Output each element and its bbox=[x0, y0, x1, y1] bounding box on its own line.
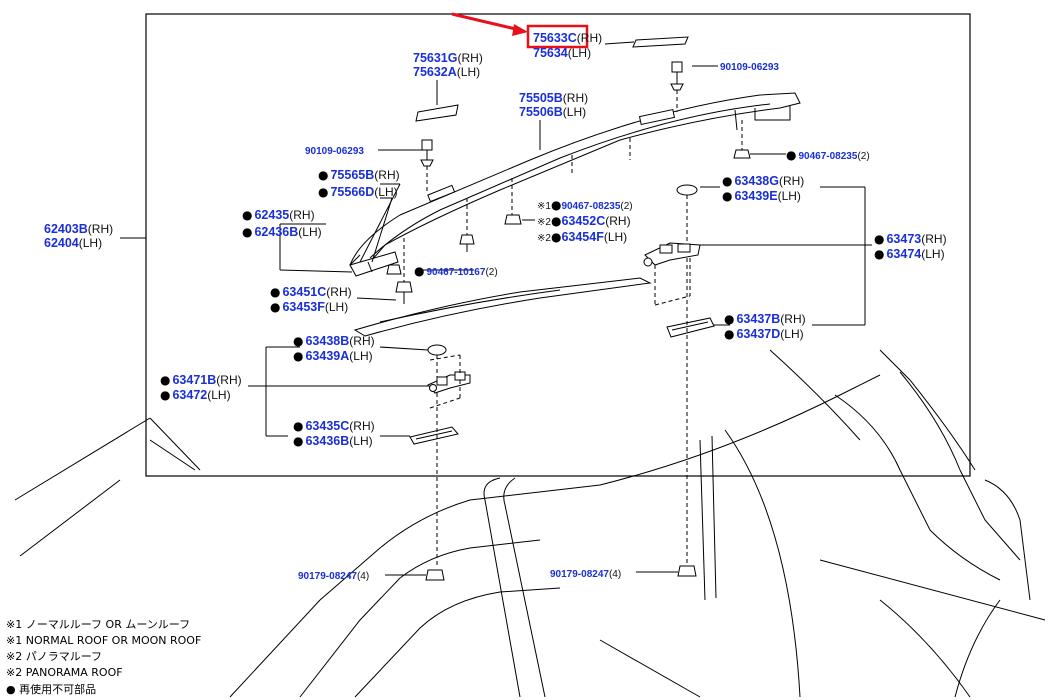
nut-90179-lh bbox=[425, 569, 445, 581]
clip-90467-small bbox=[504, 214, 522, 225]
assembly-frame bbox=[145, 13, 971, 477]
bolt-90109-lh bbox=[420, 139, 434, 167]
label-63473[interactable]: ●63473(RH) bbox=[874, 232, 947, 246]
label-63437D[interactable]: ●63437D(LH) bbox=[724, 327, 804, 341]
label-63454F[interactable]: ※2●63454F(LH) bbox=[537, 230, 627, 244]
label-75565B[interactable]: ●75565B(RH) bbox=[318, 168, 400, 182]
label-63437B[interactable]: ●63437B(RH) bbox=[724, 312, 806, 326]
label-90467-10167[interactable]: ●90467-10167(2) bbox=[414, 264, 498, 278]
nut-90179-rh bbox=[677, 565, 697, 577]
label-75631G[interactable]: 75631G(RH) bbox=[413, 51, 483, 65]
label-75633C[interactable]: 75633C(RH) bbox=[533, 31, 602, 45]
label-62404[interactable]: 62404(LH) bbox=[44, 236, 102, 250]
label-63435C[interactable]: ●63435C(RH) bbox=[293, 419, 375, 433]
label-63452C[interactable]: ※2●63452C(RH) bbox=[537, 214, 631, 228]
label-63438B[interactable]: ●63438B(RH) bbox=[293, 334, 375, 348]
highlight-annotation bbox=[451, 12, 589, 49]
legend-note-2-en: ※2 PANORAMA ROOF bbox=[6, 666, 123, 679]
rail-front-end-cap bbox=[349, 251, 399, 277]
label-90467-08235-mid[interactable]: ※1●90467-08235(2) bbox=[537, 198, 633, 212]
label-63438G[interactable]: ●63438G(RH) bbox=[722, 174, 804, 188]
rail-end-cover-rh bbox=[632, 36, 689, 48]
label-90109-rh[interactable]: 90109-06293 bbox=[720, 62, 779, 73]
leader-lines bbox=[120, 41, 872, 576]
label-75506B[interactable]: 75506B(LH) bbox=[519, 105, 586, 119]
rail-bracket-rh bbox=[643, 184, 715, 338]
label-75632A[interactable]: 75632A(LH) bbox=[413, 65, 480, 79]
rail-end-cover-lh bbox=[415, 104, 459, 122]
legend-note-1-en: ※1 NORMAL ROOF OR MOON ROOF bbox=[6, 634, 201, 647]
highlight-box bbox=[526, 24, 589, 49]
legend-note-2-jp: ※2 パノラマルーフ bbox=[6, 650, 102, 663]
label-63436B[interactable]: ●63436B(LH) bbox=[293, 434, 373, 448]
screw-63451C bbox=[395, 281, 413, 304]
legend-notes: ※1 ノーマルルーフ OR ムーンルーフ ※1 NORMAL ROOF OR M… bbox=[6, 618, 201, 696]
label-62403B[interactable]: 62403B(RH) bbox=[44, 222, 113, 236]
rail-lower-molding bbox=[353, 277, 652, 337]
label-63471B[interactable]: ●63471B(RH) bbox=[160, 373, 242, 387]
bolt-90109-rh bbox=[670, 61, 684, 91]
label-62435[interactable]: ●62435(RH) bbox=[242, 208, 315, 222]
label-90467-08235-rh[interactable]: ●90467-08235(2) bbox=[786, 148, 870, 162]
clip-90467-10167 bbox=[459, 234, 475, 252]
vehicle-outline bbox=[14, 349, 1046, 698]
label-90179-rh[interactable]: 90179-08247(4) bbox=[550, 569, 621, 580]
legend-note-3-jp: ● 再使用不可部品 bbox=[6, 682, 96, 696]
label-63474[interactable]: ●63474(LH) bbox=[874, 247, 945, 261]
label-75566D[interactable]: ●75566D(LH) bbox=[318, 185, 398, 199]
label-63439E[interactable]: ●63439E(LH) bbox=[722, 189, 801, 203]
label-90179-lh[interactable]: 90179-08247(4) bbox=[298, 571, 369, 582]
label-75505B[interactable]: 75505B(RH) bbox=[519, 91, 588, 105]
label-63453F[interactable]: ●63453F(LH) bbox=[270, 300, 348, 314]
rail-bracket-lh bbox=[409, 344, 471, 445]
label-75634[interactable]: 75634(LH) bbox=[533, 46, 591, 60]
label-63472[interactable]: ●63472(LH) bbox=[160, 388, 231, 402]
roof-rail-assembly bbox=[349, 92, 801, 269]
clip-90467-08235-rh bbox=[733, 149, 751, 159]
label-63439A[interactable]: ●63439A(LH) bbox=[293, 349, 373, 363]
legend-note-1-jp: ※1 ノーマルルーフ OR ムーンルーフ bbox=[6, 618, 190, 631]
label-63451C[interactable]: ●63451C(RH) bbox=[270, 285, 352, 299]
label-62436B[interactable]: ●62436B(LH) bbox=[242, 225, 322, 239]
label-90109-lh[interactable]: 90109-06293 bbox=[305, 146, 364, 157]
clip-90467-10167b bbox=[386, 264, 402, 275]
assembly-dash-lines bbox=[403, 90, 743, 568]
